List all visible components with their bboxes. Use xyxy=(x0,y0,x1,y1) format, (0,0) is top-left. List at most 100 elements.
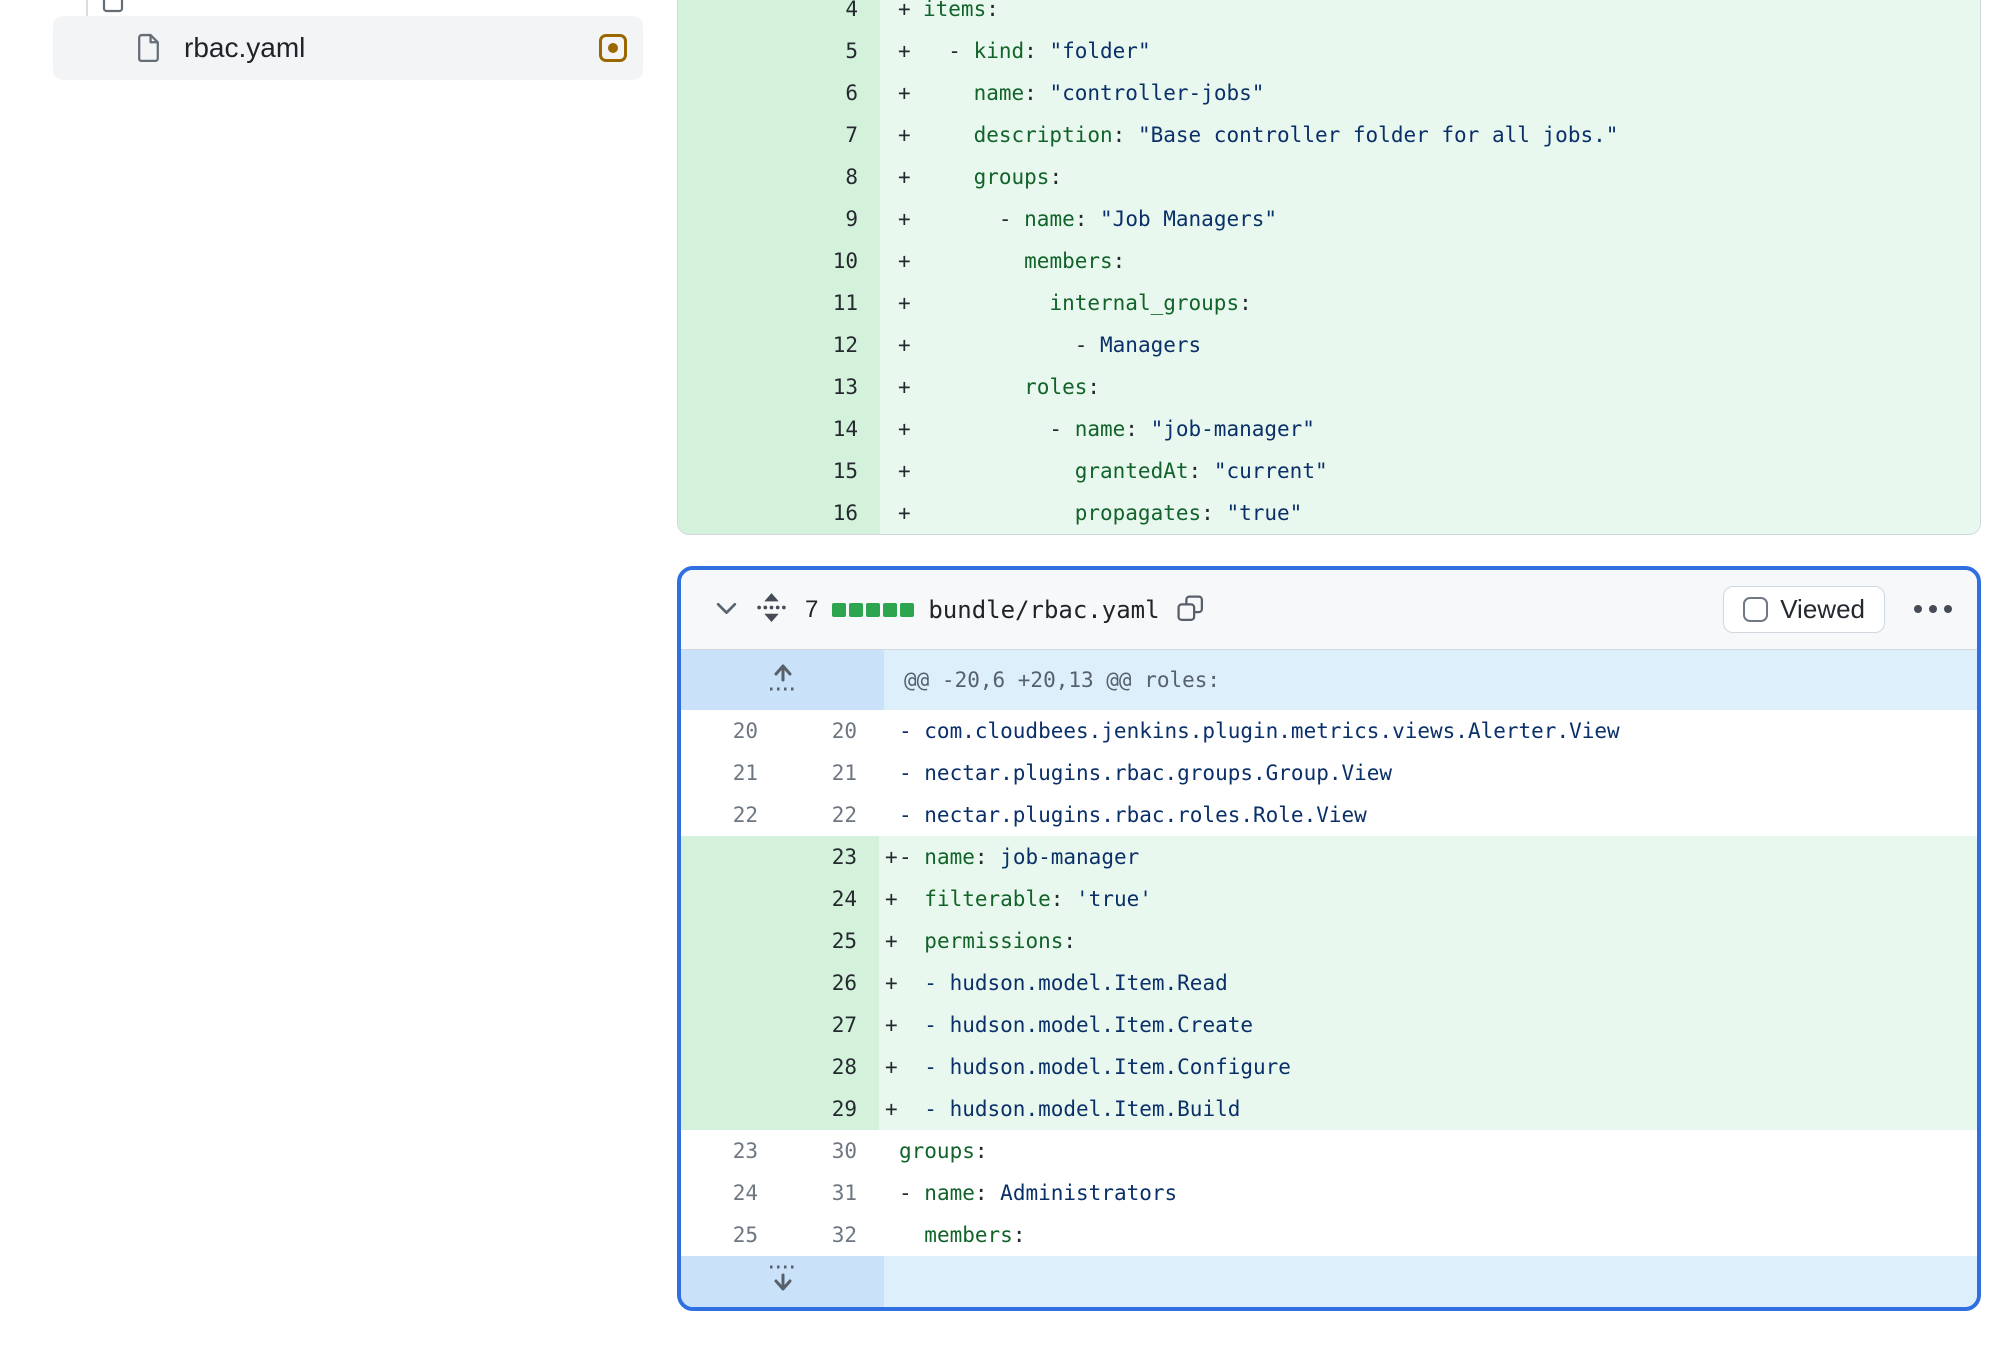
old-line-number[interactable] xyxy=(681,1004,780,1046)
diff-marker: + xyxy=(885,1097,898,1121)
file-name-label: rbac.yaml xyxy=(184,32,306,63)
new-line-number[interactable]: 30 xyxy=(831,1139,857,1163)
new-line-number[interactable]: 25 xyxy=(780,920,879,962)
old-line-number[interactable] xyxy=(681,836,780,878)
old-line-number[interactable]: 20 xyxy=(732,719,758,743)
diff-line-list: 4+items:5+ - kind: "folder"6+ name: "con… xyxy=(678,0,1980,534)
old-line-number[interactable] xyxy=(681,920,780,962)
new-line-number[interactable]: 29 xyxy=(780,1088,879,1130)
diff-row-added: 25+ permissions: xyxy=(681,920,1977,962)
viewed-label: Viewed xyxy=(1780,594,1865,624)
old-line-number[interactable] xyxy=(678,324,779,366)
diff-marker: + xyxy=(885,887,898,911)
old-line-number[interactable] xyxy=(681,1088,780,1130)
code-text: - Managers xyxy=(923,333,1202,357)
viewed-toggle-button[interactable]: Viewed xyxy=(1723,586,1885,633)
code-cell: + - name: "Job Managers" xyxy=(880,198,1980,240)
diffstat-added-square xyxy=(883,602,898,617)
expand-up-button[interactable] xyxy=(681,650,884,710)
old-line-number[interactable] xyxy=(681,962,780,1004)
code-text: - kind: "folder" xyxy=(923,39,1151,63)
new-line-number[interactable]: 10 xyxy=(779,240,880,282)
old-line-number[interactable]: 21 xyxy=(732,761,758,785)
diffstat-added-square xyxy=(832,602,847,617)
file-path-link[interactable]: bundle/rbac.yaml xyxy=(928,595,1160,624)
old-line-number[interactable] xyxy=(678,72,779,114)
new-line-number[interactable]: 27 xyxy=(780,1004,879,1046)
code-cell: + - name: "job-manager" xyxy=(880,408,1980,450)
new-line-number[interactable]: 5 xyxy=(779,30,880,72)
old-line-number[interactable] xyxy=(678,450,779,492)
code-text: - com.cloudbees.jenkins.plugin.metrics.v… xyxy=(899,719,1620,743)
new-line-number[interactable]: 24 xyxy=(780,878,879,920)
new-line-number[interactable]: 21 xyxy=(831,761,857,785)
new-line-number[interactable]: 7 xyxy=(779,114,880,156)
diff-row-added: 6+ name: "controller-jobs" xyxy=(678,72,1980,114)
code-text: - hudson.model.Item.Read xyxy=(924,971,1228,995)
new-line-number[interactable]: 23 xyxy=(780,836,879,878)
kebab-icon xyxy=(1913,602,1953,617)
drag-handle-icon[interactable] xyxy=(756,591,787,629)
new-line-number[interactable]: 31 xyxy=(831,1181,857,1205)
expand-down-button[interactable] xyxy=(681,1256,884,1307)
new-line-number[interactable]: 4 xyxy=(779,0,880,30)
file-options-kebab-button[interactable] xyxy=(1913,602,1953,617)
code-cell: - nectar.plugins.rbac.groups.Group.View xyxy=(879,752,1977,794)
collapse-file-button[interactable] xyxy=(713,595,740,625)
old-line-number[interactable] xyxy=(678,114,779,156)
hunk-header-text: @@ -20,6 +20,13 @@ roles: xyxy=(884,650,1977,710)
new-line-number[interactable]: 11 xyxy=(779,282,880,324)
new-line-number[interactable]: 13 xyxy=(779,366,880,408)
code-text: - hudson.model.Item.Create xyxy=(924,1013,1254,1037)
diff-marker: + xyxy=(885,845,898,869)
new-line-number[interactable]: 6 xyxy=(779,72,880,114)
new-line-number[interactable]: 22 xyxy=(831,803,857,827)
new-line-number[interactable]: 9 xyxy=(779,198,880,240)
new-line-number[interactable]: 12 xyxy=(779,324,880,366)
new-line-number[interactable]: 8 xyxy=(779,156,880,198)
old-line-number[interactable] xyxy=(678,408,779,450)
old-line-number[interactable] xyxy=(678,0,779,30)
old-line-number[interactable] xyxy=(678,282,779,324)
code-cell: + - Managers xyxy=(880,324,1980,366)
old-line-number[interactable] xyxy=(681,1046,780,1088)
new-line-number[interactable]: 26 xyxy=(780,962,879,1004)
viewed-checkbox[interactable] xyxy=(1743,597,1769,622)
new-line-number[interactable]: 14 xyxy=(779,408,880,450)
old-line-number[interactable] xyxy=(678,156,779,198)
old-line-number[interactable]: 24 xyxy=(732,1181,758,1205)
new-line-number[interactable]: 32 xyxy=(831,1223,857,1247)
new-line-number[interactable]: 28 xyxy=(780,1046,879,1088)
code-text: groups: xyxy=(899,1139,988,1163)
code-cell: + permissions: xyxy=(879,920,1977,962)
old-line-number[interactable] xyxy=(678,198,779,240)
old-line-number[interactable] xyxy=(678,240,779,282)
code-cell: + - hudson.model.Item.Configure xyxy=(879,1046,1977,1088)
old-line-number[interactable]: 22 xyxy=(732,803,758,827)
expand-down-icon xyxy=(761,1260,805,1303)
old-line-number[interactable]: 23 xyxy=(732,1139,758,1163)
diff-row-added: 5+ - kind: "folder" xyxy=(678,30,1980,72)
file-tree-item-rbac-yaml[interactable]: rbac.yaml xyxy=(53,16,643,80)
diff-row-added: 23+- name: job-manager xyxy=(681,836,1977,878)
old-line-number[interactable]: 25 xyxy=(732,1223,758,1247)
code-cell: +items: xyxy=(880,0,1980,30)
old-line-number[interactable] xyxy=(678,492,779,534)
diff-row-added: 13+ roles: xyxy=(678,366,1980,408)
new-line-number[interactable]: 15 xyxy=(779,450,880,492)
old-line-number[interactable] xyxy=(678,366,779,408)
diff-marker: + xyxy=(898,207,911,231)
diff-marker: + xyxy=(885,1013,898,1037)
diff-marker xyxy=(879,710,899,752)
old-line-number[interactable] xyxy=(678,30,779,72)
old-line-number[interactable] xyxy=(681,878,780,920)
copy-path-button[interactable] xyxy=(1176,594,1205,626)
new-line-number[interactable]: 16 xyxy=(779,492,880,534)
code-text: - name: Administrators xyxy=(899,1181,1178,1205)
code-cell: + - hudson.model.Item.Read xyxy=(879,962,1977,1004)
new-line-number[interactable]: 20 xyxy=(831,719,857,743)
hunk-header-row: @@ -20,6 +20,13 @@ roles: xyxy=(681,650,1977,710)
diff-panel-previous-file: 4+items:5+ - kind: "folder"6+ name: "con… xyxy=(677,0,1981,535)
